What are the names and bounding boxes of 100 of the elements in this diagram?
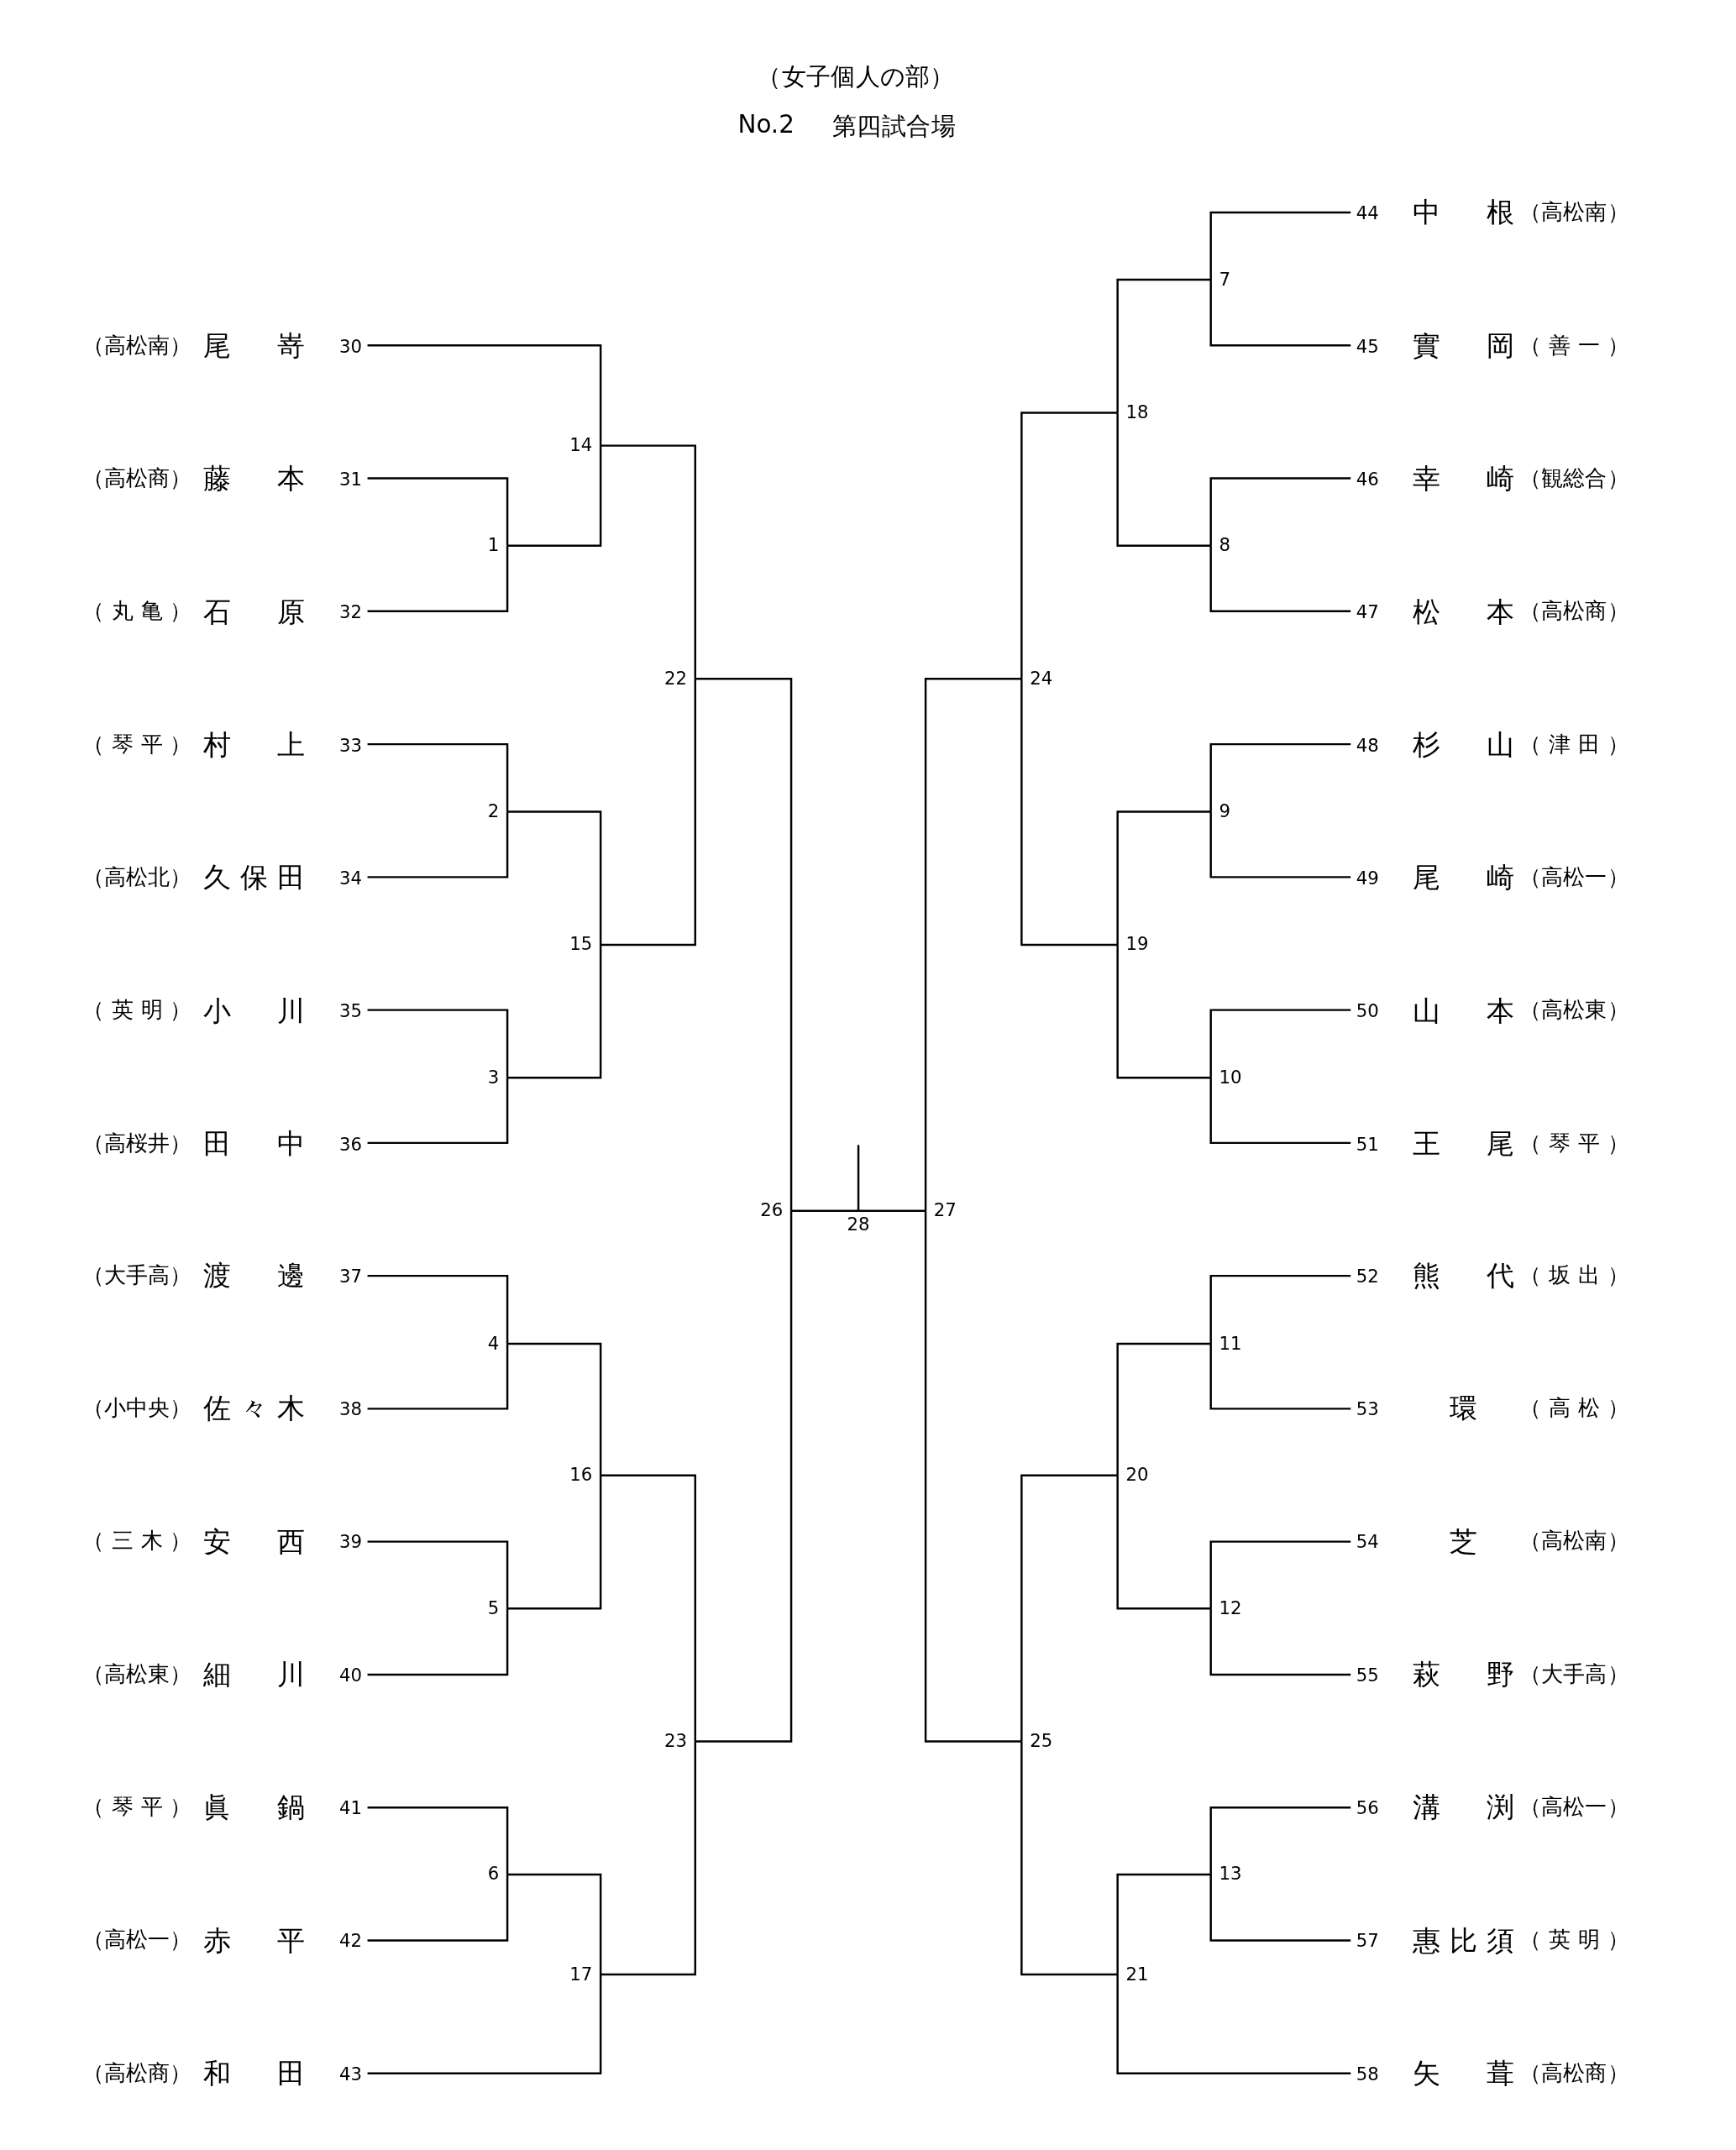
school-name: （高松商） [81, 2062, 192, 2084]
bracket-line [507, 944, 602, 1079]
draw-number: 32 [339, 603, 363, 621]
match-number: 26 [758, 1197, 792, 1224]
bracket-line [1209, 1540, 1351, 1609]
player-name: 實岡 [1412, 332, 1514, 359]
bracket-line [601, 444, 696, 679]
draw-number: 45 [1356, 337, 1379, 355]
match-number: 25 [1021, 1728, 1055, 1755]
draw-number: 41 [339, 1799, 363, 1817]
bracket-line [1209, 1874, 1351, 1942]
bracket-line [507, 1342, 602, 1476]
bracket-line [367, 1009, 509, 1078]
draw-number: 38 [339, 1400, 363, 1418]
match-number: 9 [1210, 798, 1244, 826]
player-name: 惠比須 [1412, 1927, 1514, 1954]
match-number: 12 [1210, 1594, 1244, 1623]
bracket-line [507, 445, 602, 548]
bracket-line [1209, 742, 1351, 812]
bracket-line [367, 477, 509, 546]
player-name: 小川 [202, 996, 305, 1024]
player-name: 久保田 [202, 863, 305, 891]
draw-number: 39 [339, 1533, 363, 1552]
bracket-line [1209, 811, 1351, 878]
player-name: 尾崎 [1412, 863, 1514, 891]
bracket-line [1209, 1608, 1351, 1676]
bracket-line [1116, 278, 1211, 413]
school-name: （高松一） [1519, 866, 1629, 889]
player-name: 赤平 [202, 1927, 305, 1954]
school-name: （高松南） [81, 334, 192, 357]
school-name: （琴平） [81, 1796, 192, 1819]
draw-number: 44 [1356, 204, 1379, 223]
player-name: 細川 [202, 1660, 305, 1689]
bracket-line [1020, 412, 1118, 679]
bracket-line [1116, 944, 1211, 1079]
match-number: 2 [474, 798, 508, 826]
bracket-line [367, 1344, 509, 1410]
bracket-line [1020, 679, 1118, 947]
school-name: （坂出） [1519, 1265, 1629, 1287]
match-number: 17 [567, 1960, 601, 1989]
school-name: （高松北） [81, 866, 192, 889]
title: （女子個人の部） [757, 60, 955, 92]
draw-number: 42 [339, 1932, 363, 1950]
bracket-line [1209, 1078, 1351, 1145]
player-name: 和田 [202, 2059, 305, 2087]
match-number: 11 [1210, 1329, 1244, 1358]
bracket-line [507, 810, 602, 945]
bracket-line [791, 1209, 860, 1212]
bracket-line [601, 1741, 696, 1976]
draw-number: 49 [1356, 868, 1379, 887]
draw-number: 58 [1356, 2064, 1379, 2084]
school-name: （高松商） [81, 467, 192, 490]
match-number: 24 [1021, 664, 1055, 693]
match-number: 13 [1210, 1860, 1244, 1889]
draw-number: 54 [1356, 1533, 1379, 1552]
bracket-line [924, 677, 1022, 1211]
school-name: （高松南） [1519, 202, 1629, 224]
school-name: （高松一） [81, 1929, 192, 1952]
match-number: 14 [567, 432, 601, 459]
player-name: 渡邊 [202, 1261, 305, 1290]
draw-number: 56 [1356, 1799, 1379, 1817]
bracket-line [367, 1806, 509, 1875]
subtitle-text: No.2 [737, 109, 795, 139]
player-name: 藤本 [202, 464, 305, 492]
bracket-line [367, 742, 509, 812]
bracket-line [695, 1210, 793, 1743]
draw-number: 51 [1356, 1135, 1379, 1153]
player-name: 村上 [202, 730, 305, 758]
draw-number: 55 [1356, 1666, 1379, 1685]
bracket-line [1116, 1475, 1211, 1610]
bracket-line [1116, 412, 1211, 548]
bracket-line [367, 1874, 509, 1942]
match-number: 18 [1117, 399, 1151, 427]
school-name: （丸亀） [81, 600, 192, 622]
draw-number: 35 [339, 1001, 363, 1020]
school-name: （琴平） [1519, 1131, 1629, 1154]
match-number: 4 [474, 1329, 508, 1358]
subtitle-text: 第四試合場 [832, 110, 956, 142]
player-name: 中根 [1412, 198, 1514, 227]
player-name: 佐々木 [202, 1395, 305, 1423]
bracket-line [857, 1209, 926, 1212]
player-name: 尾嵜 [202, 332, 305, 359]
bracket-line [695, 677, 793, 1211]
player-name: 安西 [202, 1528, 305, 1555]
bracket-line [1116, 810, 1211, 945]
school-name: （高松東） [81, 1663, 192, 1686]
player-name: 眞鍋 [202, 1793, 305, 1822]
player-name: 萩野 [1412, 1660, 1514, 1689]
school-name: （高松南） [1519, 1530, 1629, 1553]
bracket-line [1209, 1274, 1351, 1345]
bracket-line [367, 1540, 509, 1609]
draw-number: 52 [1356, 1267, 1379, 1286]
bracket-line [1116, 1873, 1211, 1975]
draw-number: 43 [339, 2064, 363, 2084]
school-name: （英明） [1519, 1929, 1629, 1952]
player-name: 熊代 [1412, 1261, 1514, 1290]
school-name: （高松一） [1519, 1796, 1629, 1819]
player-name: 松本 [1412, 597, 1514, 626]
school-name: （大手高） [1519, 1663, 1629, 1686]
player-name: 環 [1448, 1395, 1478, 1423]
